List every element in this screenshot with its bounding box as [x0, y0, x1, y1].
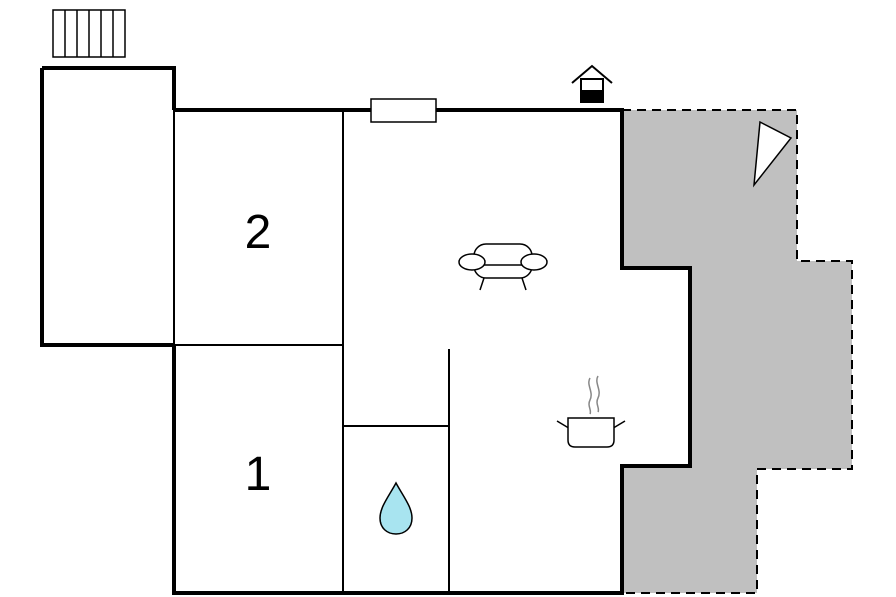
interior-walls: [173, 110, 450, 593]
room-label-2: 2: [245, 206, 272, 259]
sofa-icon: [458, 243, 548, 291]
room-label-1: 1: [245, 448, 272, 501]
window-icon: [370, 98, 437, 123]
cooking-pot-icon: [556, 375, 626, 448]
fireplace-icon: [571, 64, 613, 103]
terrace-parasol-icon: [753, 120, 793, 188]
outer-walls: [40, 66, 692, 595]
radiator-icon: [52, 9, 126, 58]
water-drop-icon: [379, 481, 413, 535]
terrace: [622, 109, 853, 594]
